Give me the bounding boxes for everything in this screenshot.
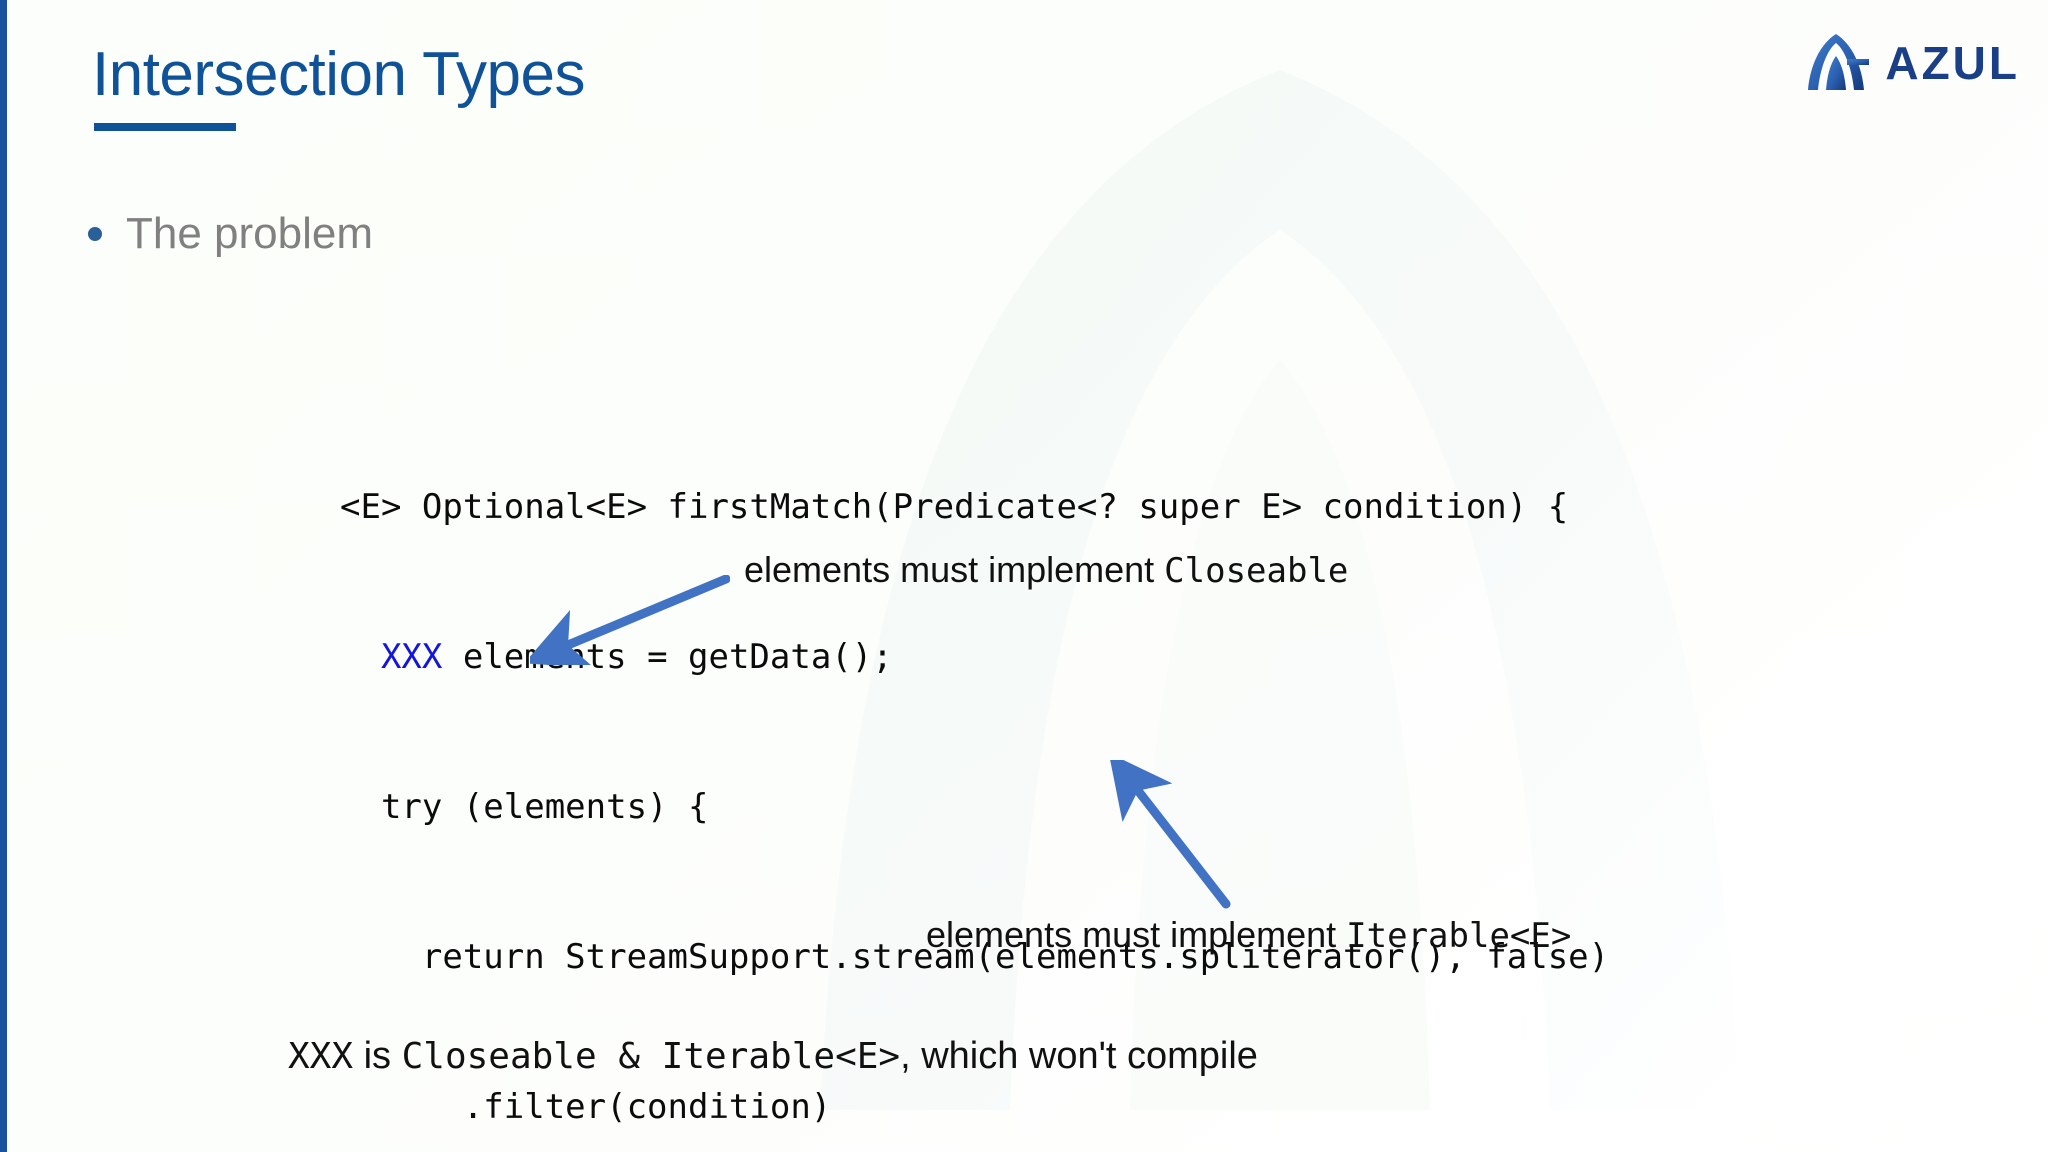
bullet-item-label: The problem xyxy=(126,209,374,258)
callout-closeable-type: Closeable xyxy=(1164,551,1349,591)
code-indent xyxy=(340,637,381,677)
code-block-top: <E> Optional<E> firstMatch(Predicate<? s… xyxy=(340,382,1568,782)
bullet-dot-icon xyxy=(88,227,102,241)
summary-tail: , which won't compile xyxy=(900,1035,1258,1077)
slide-title: Intersection Types xyxy=(92,40,586,109)
callout-closeable-text: elements must implement xyxy=(744,549,1165,590)
code-line-filter: .filter(condition) xyxy=(340,1087,832,1127)
callout-iterable-text: elements must implement xyxy=(926,914,1347,955)
bullet-item-the-problem: The problem xyxy=(88,212,373,256)
left-accent-bar xyxy=(0,0,7,1152)
code-line-signature: <E> Optional<E> firstMatch(Predicate<? s… xyxy=(340,487,1569,527)
code-line-declaration: XXX elements = getData(); xyxy=(340,632,1568,682)
callout-closeable: elements must implement Closeable xyxy=(744,549,1349,591)
azul-logo: AZUL xyxy=(1803,32,2020,94)
code-block-bottom: try (elements) { return StreamSupport.st… xyxy=(340,682,1609,1152)
azul-a-mark-icon xyxy=(1808,34,1870,90)
azul-logo-wordmark: AZUL xyxy=(1885,37,2020,89)
title-underline-rule xyxy=(94,123,236,131)
summary-is: is xyxy=(353,1035,402,1077)
callout-iterable-type: Iterable<E> xyxy=(1346,916,1572,956)
code-token-rest: elements = getData(); xyxy=(442,637,893,677)
summary-types: Closeable & Iterable<E> xyxy=(401,1036,901,1077)
code-token-xxx: XXX xyxy=(380,637,443,677)
summary-line: XXX is Closeable & Iterable<E>, which wo… xyxy=(288,1037,1258,1075)
callout-iterable: elements must implement Iterable<E> xyxy=(926,914,1572,956)
code-line-return: return StreamSupport.stream(elements.spl… xyxy=(340,937,1610,977)
summary-xxx: XXX xyxy=(288,1036,354,1077)
code-line-try: try (elements) { xyxy=(340,787,709,827)
